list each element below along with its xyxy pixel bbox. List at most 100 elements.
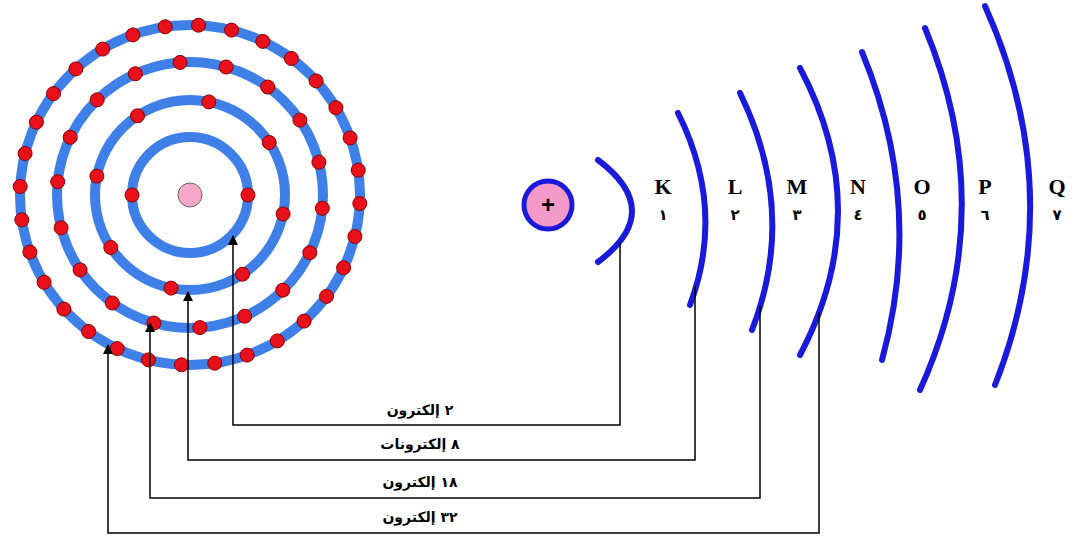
electron — [312, 155, 326, 169]
electron — [240, 348, 254, 362]
shell-number: ٣ — [792, 207, 801, 224]
electron — [131, 109, 145, 123]
electron — [337, 261, 351, 275]
electrons — [13, 18, 367, 372]
shell-letter: M — [787, 174, 808, 199]
electron-count: ٨ إلكترونات — [380, 436, 459, 452]
shell-ring — [20, 25, 360, 365]
electron — [256, 34, 270, 48]
electron — [219, 60, 233, 74]
electron — [69, 62, 83, 76]
shell-arcs — [598, 6, 1030, 390]
electron — [175, 358, 189, 372]
shell-arc — [800, 68, 838, 355]
nucleus-shape — [524, 181, 572, 229]
shell-number: ٥ — [917, 207, 926, 224]
shell-arc — [678, 113, 705, 305]
electron — [193, 321, 207, 335]
electron — [202, 95, 216, 109]
shell-number: ١ — [658, 207, 667, 224]
electron — [57, 302, 71, 316]
electron — [147, 316, 161, 330]
electron — [208, 356, 222, 370]
shell-number: ٦ — [980, 207, 989, 224]
electron — [164, 281, 178, 295]
electron — [37, 275, 51, 289]
electron — [343, 131, 357, 145]
electron — [348, 230, 362, 244]
electron — [90, 93, 104, 107]
electron — [303, 246, 317, 260]
leader-line — [188, 286, 695, 460]
electron — [51, 175, 65, 189]
leader-lines — [108, 236, 819, 533]
electron — [110, 342, 124, 356]
electron — [142, 353, 156, 367]
shell-ring — [95, 100, 285, 290]
shell-number: ٤ — [853, 207, 862, 224]
electron-count: ١٨ إلكترون — [382, 474, 457, 490]
electron — [261, 80, 275, 94]
electron — [128, 67, 142, 81]
shell-number: ٧ — [1052, 207, 1061, 224]
shell-letter: K — [654, 174, 671, 199]
electron — [320, 289, 334, 303]
nucleus — [178, 183, 202, 207]
electron — [54, 221, 68, 235]
electron — [225, 23, 239, 37]
electron — [29, 115, 43, 129]
electron — [173, 55, 187, 69]
shell-ring — [57, 62, 323, 328]
electron-count: ٣٢ إلكترون — [382, 509, 457, 525]
shell-arc — [598, 160, 632, 262]
electron — [309, 74, 323, 88]
electron — [241, 188, 255, 202]
electron — [105, 296, 119, 310]
electron — [126, 28, 140, 42]
electron — [329, 101, 343, 115]
electron — [96, 42, 110, 56]
leader-line — [233, 236, 620, 425]
electron — [13, 180, 27, 194]
electron — [236, 267, 250, 281]
electron — [18, 147, 32, 161]
electron — [63, 130, 77, 144]
electron — [238, 309, 252, 323]
electron — [15, 213, 29, 227]
shell-letter: Q — [1048, 174, 1065, 199]
electron — [284, 52, 298, 66]
leader-line — [150, 306, 760, 498]
leader-line — [108, 312, 819, 533]
shell-arc — [740, 93, 772, 330]
electron-count: ٢ إلكترون — [387, 402, 454, 418]
electron — [297, 314, 311, 328]
shell-letter: N — [850, 174, 866, 199]
electron — [104, 241, 118, 255]
electron — [270, 334, 284, 348]
shell-arc — [985, 6, 1030, 385]
electron — [262, 136, 276, 150]
electron — [47, 87, 61, 101]
electron — [158, 20, 172, 34]
electron — [315, 201, 329, 215]
electron — [276, 207, 290, 221]
shell-letter: O — [913, 174, 930, 199]
electron — [192, 18, 206, 32]
electron — [125, 188, 139, 202]
nucleus-text-holder: + — [521, 178, 575, 232]
electron — [23, 245, 37, 259]
electron — [293, 113, 307, 127]
charge-sign: + — [541, 191, 555, 219]
shell-letter: P — [978, 174, 991, 199]
electron — [82, 325, 96, 339]
nucleus-circle: + — [521, 178, 575, 232]
shell-arc — [862, 52, 899, 360]
electron — [351, 163, 365, 177]
electron — [276, 283, 290, 297]
shell-number: ٢ — [730, 207, 739, 224]
electron — [90, 169, 104, 183]
electron — [73, 263, 87, 277]
shell-ring — [132, 137, 248, 253]
